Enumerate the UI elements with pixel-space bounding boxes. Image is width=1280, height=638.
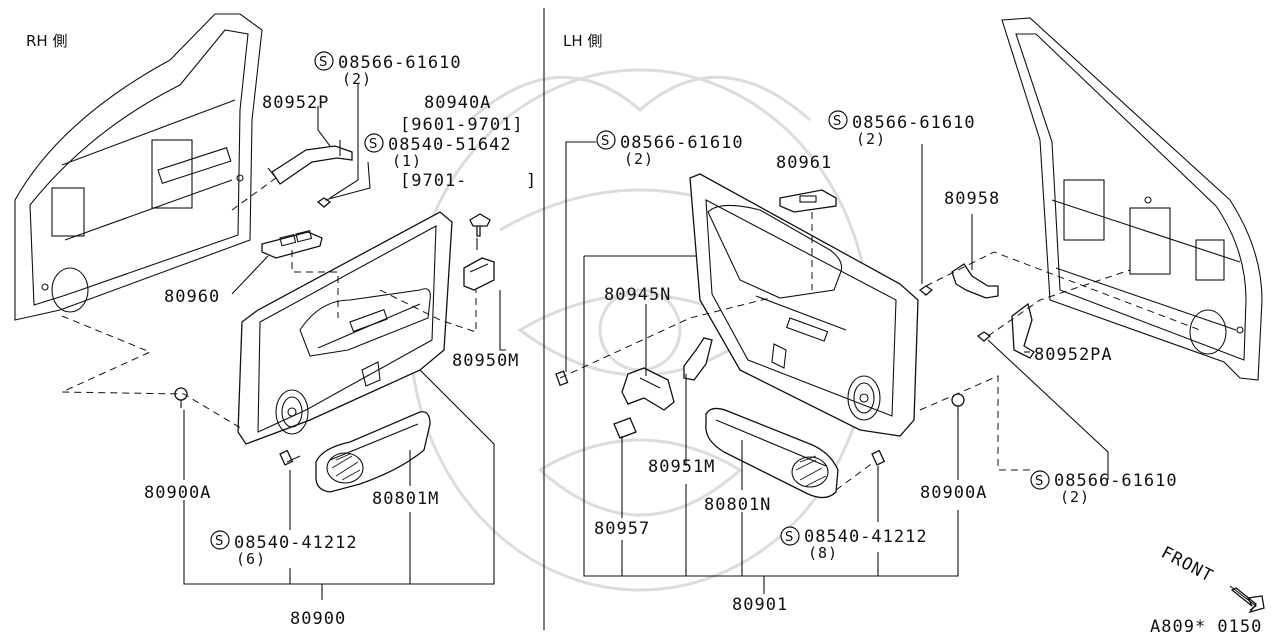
lh-screw-right-item [976,331,992,342]
label-80940a-date: [9601-9701] [400,115,524,135]
label-80958: 80958 [944,189,1000,209]
label-80901: 80901 [732,595,788,615]
label-80951m: 80951M [648,457,715,477]
rh-screw-bottom-item [279,449,301,466]
lh-screw-right-label: 08566-61610 [1054,471,1178,491]
rh-screw-mid-label: 08540-51642 [388,135,512,155]
label-80900a-rh: 80900A [144,483,211,503]
label-80940a: 80940A [424,93,491,113]
rh-screw-top-callout: S [314,51,334,71]
rh-leader-lines [61,84,506,600]
rh-screw-bottom-qty: (6) [236,550,266,568]
lh-armrest-80801n [705,407,839,499]
label-80952p: 80952P [262,93,329,113]
lh-door-trim-panel [689,173,919,437]
rh-clip-80940a [469,213,491,237]
lh-screw-bottom-qty: (8) [808,544,838,562]
lh-clip-80900a [951,393,965,414]
rh-screw-bottom-callout: S [210,530,230,550]
lh-screw-right-callout: S [1030,470,1050,490]
lh-bracket-80958 [951,263,999,299]
svg-text:S: S [785,530,793,545]
lh-pocket-80945n [621,367,675,411]
front-indicator: FRONT [1158,543,1265,614]
rh-armrest-80801m [315,411,431,493]
lh-screw-right-qty: (2) [1060,488,1090,506]
svg-text:S: S [1035,474,1043,489]
svg-text:S: S [215,534,223,549]
rh-switch-80960 [261,229,323,259]
rh-handle-80950m [463,257,495,291]
lh-screw-bottom-item [871,449,886,466]
rh-door-frame [14,13,263,321]
rh-door-trim-panel [237,211,453,445]
lh-clip-80957 [613,417,637,439]
rh-side-label: RH 側 [26,32,67,50]
rh-screw-top-label: 08566-61610 [338,53,462,73]
svg-text:S: S [369,137,377,152]
front-label: FRONT [1158,543,1217,587]
rh-screw-mid-date-close: ] [526,171,537,191]
lh-bezel-80961 [779,189,837,213]
rh-screw-top-qty: (2) [342,70,372,88]
lh-screw-left-item [555,370,569,387]
label-80945n: 80945N [604,285,671,305]
lh-door-frame [1001,17,1263,381]
rh-screw-mid-qty: (1) [392,152,422,170]
svg-text:S: S [833,114,841,129]
rh-screw-top-item [316,197,332,208]
lh-screw-left-label: 08566-61610 [620,133,744,153]
front-arrow-icon [1229,585,1265,614]
rh-clip-80900a [174,387,188,408]
lh-leader-lines [559,141,1201,594]
lh-side-label: LH 側 [563,32,602,50]
svg-text:S: S [319,55,327,70]
label-80801m: 80801M [372,489,439,509]
lh-screw-left-callout: S [596,130,616,150]
lh-screw-top-qty: (2) [856,130,886,148]
label-80900a-lh: 80900A [920,483,987,503]
label-80801n: 80801N [704,495,771,515]
label-80900: 80900 [290,609,346,629]
rh-bracket-80952p [267,140,353,185]
lh-screw-top-label: 08566-61610 [852,113,976,133]
label-80950m: 80950M [452,351,519,371]
lh-screw-left-qty: (2) [624,150,654,168]
rh-screw-mid-callout: S [364,133,384,153]
label-80961: 80961 [776,153,832,173]
svg-text:S: S [601,134,609,149]
lh-bracket-80952pa [1011,302,1035,359]
lh-screw-bottom-label: 08540-41212 [804,527,928,547]
label-80952pa: 80952PA [1034,345,1113,365]
lh-screw-bottom-callout: S [780,526,800,546]
diagram-code: A809* 0150 [1150,617,1262,637]
label-80957: 80957 [594,519,650,539]
lh-screw-top-item [918,285,934,296]
lh-handle-80951m [683,337,713,381]
rh-screw-mid-date-open: [9701- [400,171,467,191]
lh-screw-top-callout: S [828,110,848,130]
rh-screw-bottom-label: 08540-41212 [234,533,358,553]
label-80960: 80960 [164,287,220,307]
